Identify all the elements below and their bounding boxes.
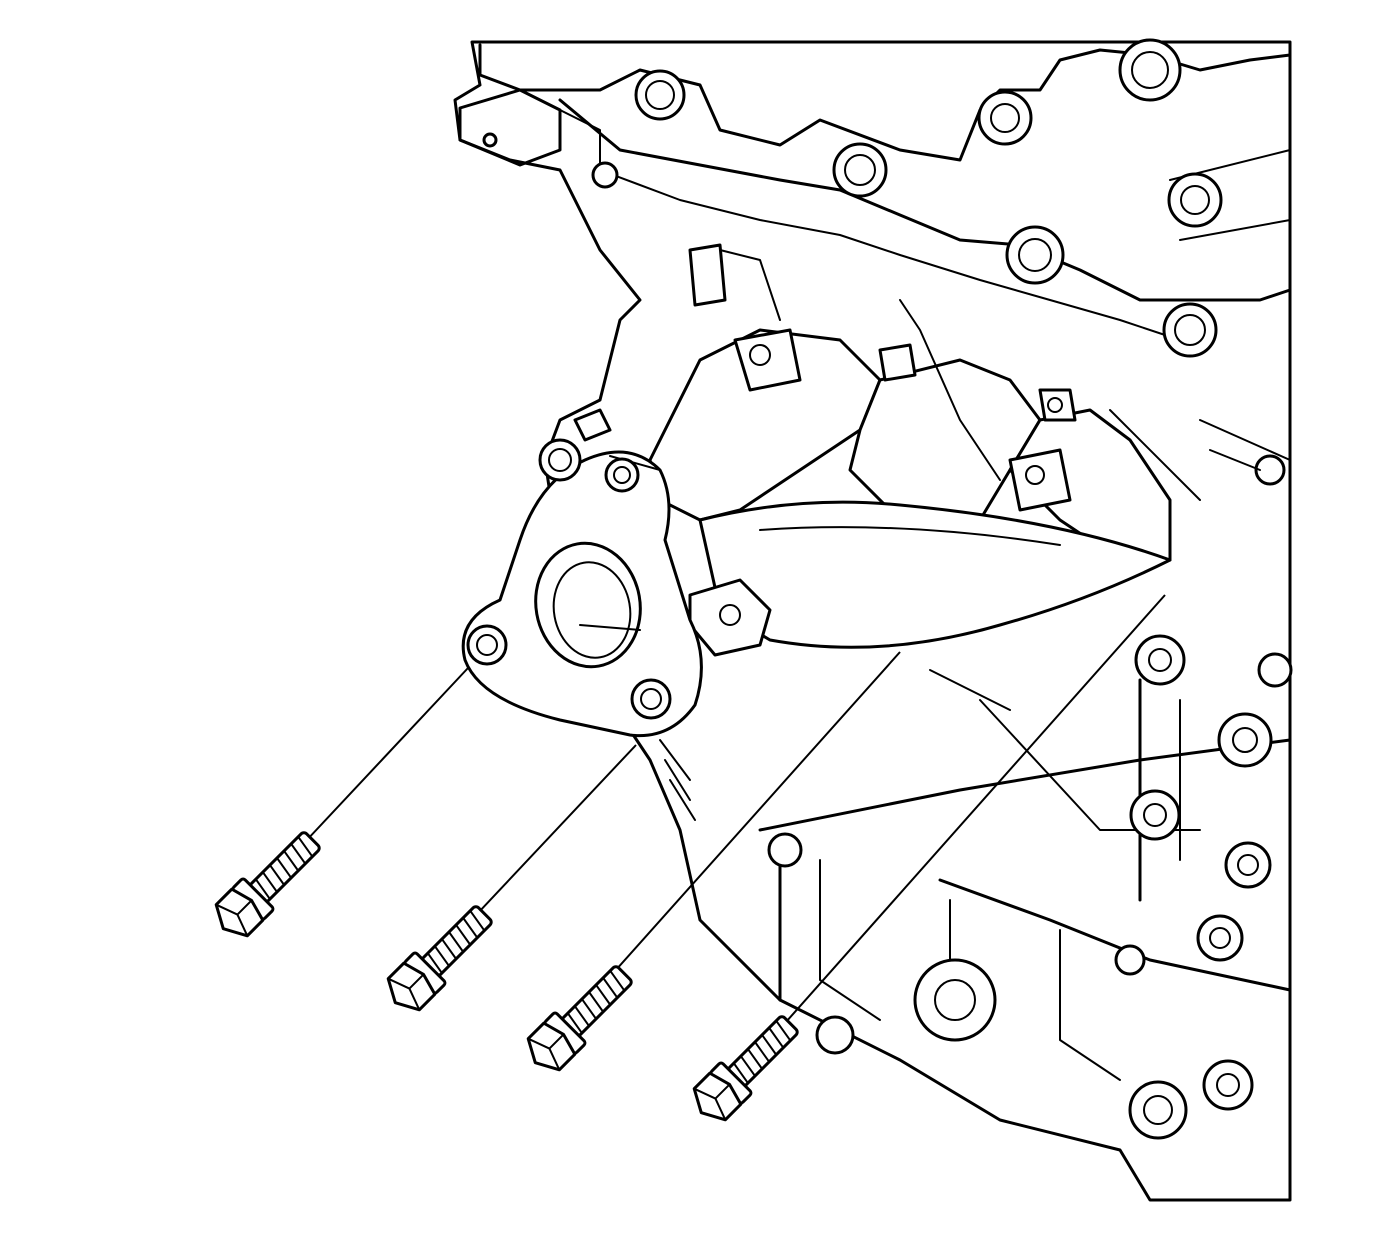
flange-bolt-icon (692, 1015, 799, 1122)
leader-line-1 (289, 667, 469, 859)
flange-bolt-icon (214, 831, 321, 938)
head-bolts (591, 38, 1223, 358)
bolt-leader-lines (289, 594, 1166, 1041)
flange-bolt-icon (526, 965, 633, 1072)
block-bosses (767, 454, 1293, 1140)
exhaust-manifold-icon (648, 243, 1201, 657)
manifold-bolts (214, 831, 799, 1122)
manifold-outlet-flange-icon (461, 408, 703, 738)
flange-bolt-icon (386, 905, 493, 1012)
leader-line-4 (769, 594, 1166, 1041)
leader-line-3 (597, 651, 901, 991)
leader-line-2 (461, 744, 637, 931)
